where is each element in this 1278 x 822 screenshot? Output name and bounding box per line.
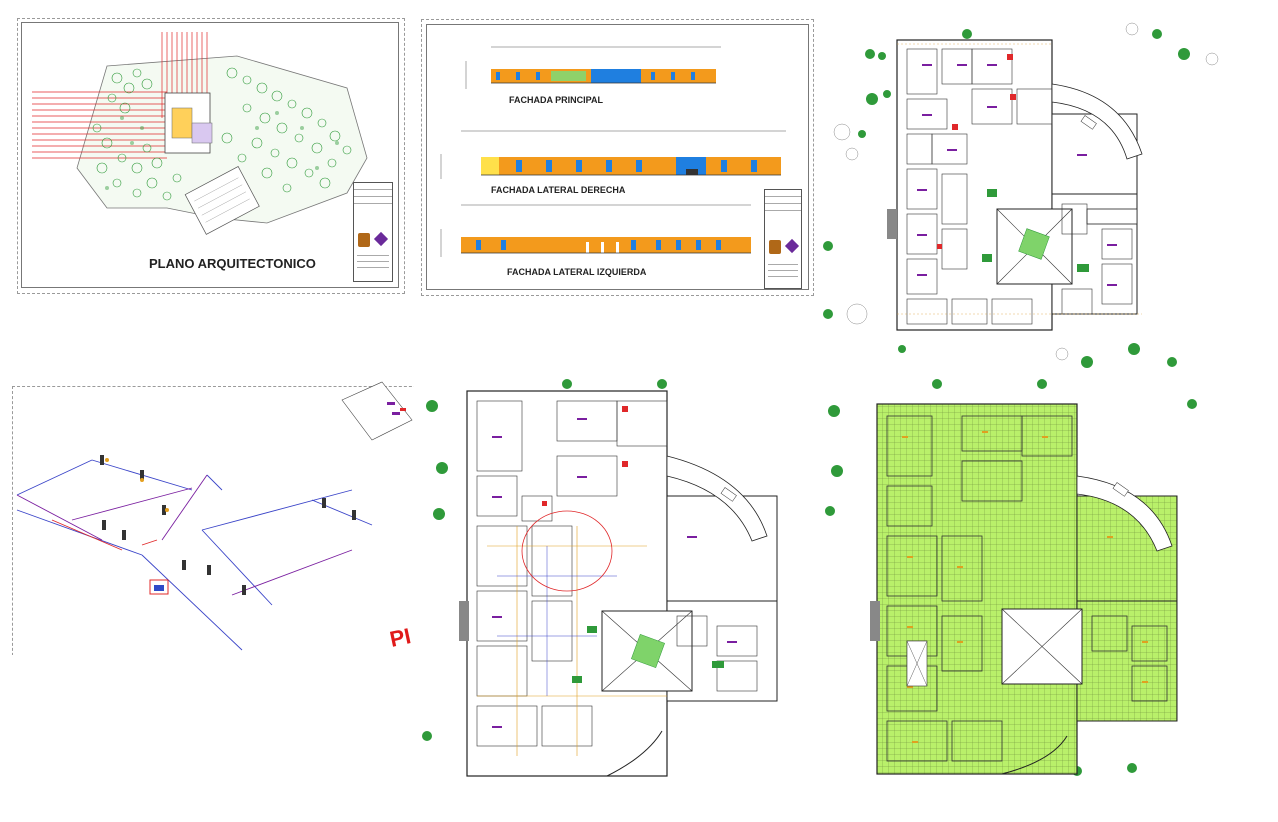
ceiling-grid-drawing <box>825 379 1197 776</box>
installations-plan-drawing <box>422 379 778 777</box>
facades-drawing <box>440 46 786 257</box>
facade-principal-title: FACHADA PRINCIPAL <box>509 95 603 105</box>
sheet-frame <box>426 24 809 290</box>
isometric-drawing <box>16 381 413 651</box>
site-plan-title: PLANO ARQUITECTONICO <box>149 256 316 271</box>
sheet-border <box>17 18 405 294</box>
floor-plan-drawing <box>823 22 1219 368</box>
floor-plan-sheet[interactable] <box>822 14 1226 374</box>
diamond-logo-icon <box>373 231 389 247</box>
shield-logo-icon <box>358 233 370 247</box>
site-plan-sheet[interactable]: PLANO ARQUITECTONICO <box>17 18 405 294</box>
installations-plan-sheet[interactable] <box>417 376 819 781</box>
title-block <box>764 189 802 289</box>
site-plan-drawing <box>32 32 368 235</box>
facade-right-title: FACHADA LATERAL DERECHA <box>491 185 626 195</box>
title-block <box>353 182 393 282</box>
diamond-logo-icon <box>784 238 800 254</box>
sheet-border <box>421 19 814 296</box>
sheet-frame <box>21 22 399 288</box>
facade-left-title: FACHADA LATERAL IZQUIERDA <box>507 267 647 277</box>
isometric-piping-sheet[interactable]: PI <box>12 380 414 655</box>
facades-sheet[interactable]: FACHADA PRINCIPAL FACHADA LATERAL DERECH… <box>421 19 814 296</box>
ceiling-grid-plan-sheet[interactable] <box>822 376 1226 781</box>
sheet-border <box>12 386 414 655</box>
shield-logo-icon <box>769 240 781 254</box>
